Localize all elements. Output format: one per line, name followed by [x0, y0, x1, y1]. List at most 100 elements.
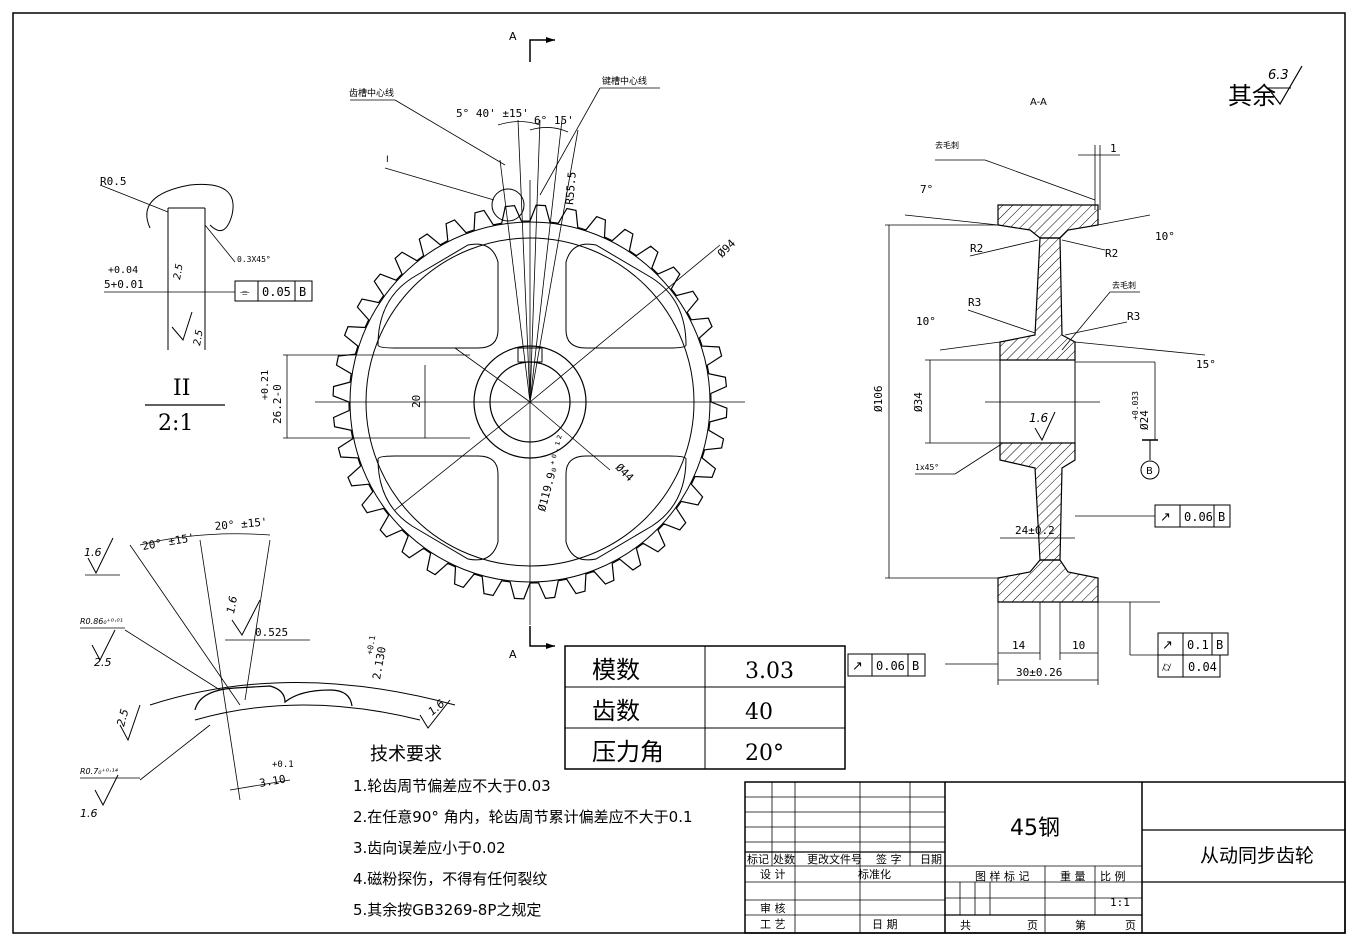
- svg-text:0.06: 0.06: [876, 659, 905, 673]
- svg-text:B: B: [1216, 638, 1223, 652]
- width-20-dim: 20: [410, 395, 423, 408]
- svg-text:1.6: 1.6: [84, 546, 102, 559]
- web-bottom-section: [999, 442, 1076, 561]
- param-value-pressure-angle: 20°: [745, 741, 784, 766]
- width-14: 14: [1012, 639, 1026, 652]
- rev-header-sign: 签 字: [876, 852, 902, 866]
- detail-II-roughness-2: 2.5: [192, 329, 206, 347]
- technical-requirements: 技术要求 1.轮齿周节偏差应不大于0.03 2.在任意90° 角内，轮齿周节累计…: [353, 744, 693, 919]
- tb-sheet: 页: [1027, 919, 1038, 932]
- detail-II-r05: R0.5: [100, 175, 127, 188]
- svg-text:0.04: 0.04: [1188, 660, 1217, 674]
- datum-B: B: [1146, 466, 1153, 477]
- detail-II-label: II: [173, 376, 190, 401]
- keyway-centerline-label: 键槽中心线: [602, 75, 647, 87]
- rev-header-mark: 标记: [747, 852, 769, 866]
- dia-119-dim: Ø119.9₀⁺⁰·¹²: [535, 433, 568, 513]
- tooth-r07: R0.7₀⁺⁰·¹⁴: [80, 767, 119, 776]
- svg-text:↗: ↗: [1162, 638, 1173, 653]
- roughness-prefix: 其余: [1228, 82, 1276, 110]
- tb-scale-header: 比 例: [1100, 869, 1126, 883]
- section-title: A-A: [1030, 97, 1047, 108]
- tb-page: 页: [1125, 919, 1136, 932]
- detail-II-scale: 2:1: [158, 411, 193, 436]
- svg-text:⌭: ⌭: [1162, 660, 1172, 675]
- detail-II-tol: +0.04: [108, 265, 138, 276]
- spoke-window-4: [565, 455, 687, 561]
- tooth-d310: 3.10: [258, 773, 286, 790]
- rim-bottom-section: [997, 559, 1099, 603]
- rim-top-section: [997, 204, 1099, 239]
- svg-text:0.1: 0.1: [1187, 638, 1209, 652]
- radius-55-dim: R55.5: [563, 171, 579, 205]
- svg-text:B: B: [912, 659, 919, 673]
- section-runout-frame-2: ↗ 0.1 B ⌭ 0.04: [1157, 632, 1229, 678]
- tech-req-item-5: 5.其余按GB3269-8P之规定: [353, 901, 541, 919]
- spoke-window-1: [377, 243, 499, 349]
- angle-dim-2: 6° 15': [534, 114, 574, 127]
- param-value-module: 3.03: [745, 659, 794, 684]
- svg-text:B: B: [299, 285, 306, 299]
- chamfer-1x45: 1x45°: [915, 463, 939, 472]
- tb-scale: 1:1: [1110, 896, 1130, 909]
- tb-nth: 第: [1075, 918, 1086, 932]
- r3-left: R3: [968, 296, 981, 309]
- gear-parameter-table: 模数 3.03 齿数 40 压力角 20° ↗ 0.06 B: [564, 645, 926, 770]
- rev-header-docno: 更改文件号: [807, 852, 862, 866]
- detail-II-dim: 5+0.01: [104, 278, 144, 291]
- table-runout-frame: ↗ 0.06 B: [847, 653, 926, 677]
- tb-design: 设 计: [760, 868, 786, 881]
- tooth-detail: 20° ±15' 20° ±15' 0.525 2.130 +0.1 3.10 …: [80, 515, 456, 820]
- roughness-symbol: [1267, 65, 1303, 106]
- detail-II-chamfer: 0.3X45°: [237, 255, 271, 264]
- r2-left: R2: [970, 242, 983, 255]
- svg-text:⌯: ⌯: [240, 285, 250, 299]
- svg-text:2.5: 2.5: [94, 656, 112, 669]
- dia-44-dim: Ø44: [613, 461, 637, 485]
- width-30: 30±0.26: [1016, 666, 1062, 679]
- section-d24: Ø24: [1138, 410, 1151, 430]
- svg-text:↗: ↗: [1160, 510, 1171, 525]
- detail-II: R0.5 0.3X45° +0.04 5+0.01 ⌯ 0.05 B 2.5 2…: [99, 175, 313, 436]
- section-d34: Ø34: [912, 392, 925, 412]
- tb-weight-header: 重 量: [1060, 869, 1086, 883]
- tb-material: 45钢: [1010, 816, 1060, 841]
- detail-I-circle: [491, 188, 525, 222]
- dia-94-dim: Ø94: [715, 237, 739, 261]
- width-10: 10: [1072, 639, 1085, 652]
- tooth-d2130: 2.130: [370, 646, 389, 681]
- sheet-border: [12, 12, 1346, 934]
- roughness-value: 6.3: [1268, 68, 1289, 83]
- tech-req-item-3: 3.齿向误差应小于0.02: [353, 839, 506, 857]
- section-markers: A A: [509, 30, 555, 661]
- rev-header-count: 处数: [773, 853, 795, 866]
- tb-review: 审 核: [760, 901, 786, 915]
- detail-I-label: I: [386, 155, 389, 165]
- tb-standard: 标准化: [858, 867, 891, 881]
- tech-req-item-1: 1.轮齿周节偏差应不大于0.03: [353, 777, 551, 795]
- angle-10-left: 10°: [916, 315, 936, 328]
- tooth-angle-right: 20° ±15': [214, 515, 268, 533]
- dim-1: 1: [1110, 142, 1117, 155]
- deburr-label-1: 去毛刺: [935, 140, 959, 150]
- spoke-window-2: [565, 243, 687, 349]
- section-view: A-A Ø106 Ø34 +0.033 Ø24 B 去毛刺: [872, 97, 1231, 685]
- tb-process: 工 艺: [760, 918, 786, 931]
- web-top-section: [999, 237, 1076, 361]
- svg-text:B: B: [1218, 510, 1225, 524]
- title-block: 标记 处数 更改文件号 签 字 日期 设 计 标准化 审 核 工 艺 日 期 4…: [744, 781, 1346, 934]
- section-runout-frame: ↗ 0.06 B: [1075, 504, 1231, 528]
- detail-II-roughness-1: 2.5: [172, 263, 186, 281]
- svg-text:0.06: 0.06: [1184, 510, 1213, 524]
- keyway-height-dim: 26.2-0: [271, 384, 284, 424]
- tooth-d310-tol: +0.1: [272, 760, 294, 770]
- tooth-r086: R0.86₀⁺⁰·⁰¹: [80, 617, 123, 626]
- svg-text:↗: ↗: [852, 659, 863, 674]
- svg-text:1.6: 1.6: [426, 697, 448, 718]
- width-24: 24±0.2: [1015, 524, 1055, 537]
- section-d106: Ø106: [872, 386, 885, 413]
- angle-dim-1: 5° 40' ±15': [456, 107, 529, 120]
- param-value-teeth: 40: [745, 700, 773, 725]
- section-d24-tol: +0.033: [1131, 391, 1140, 420]
